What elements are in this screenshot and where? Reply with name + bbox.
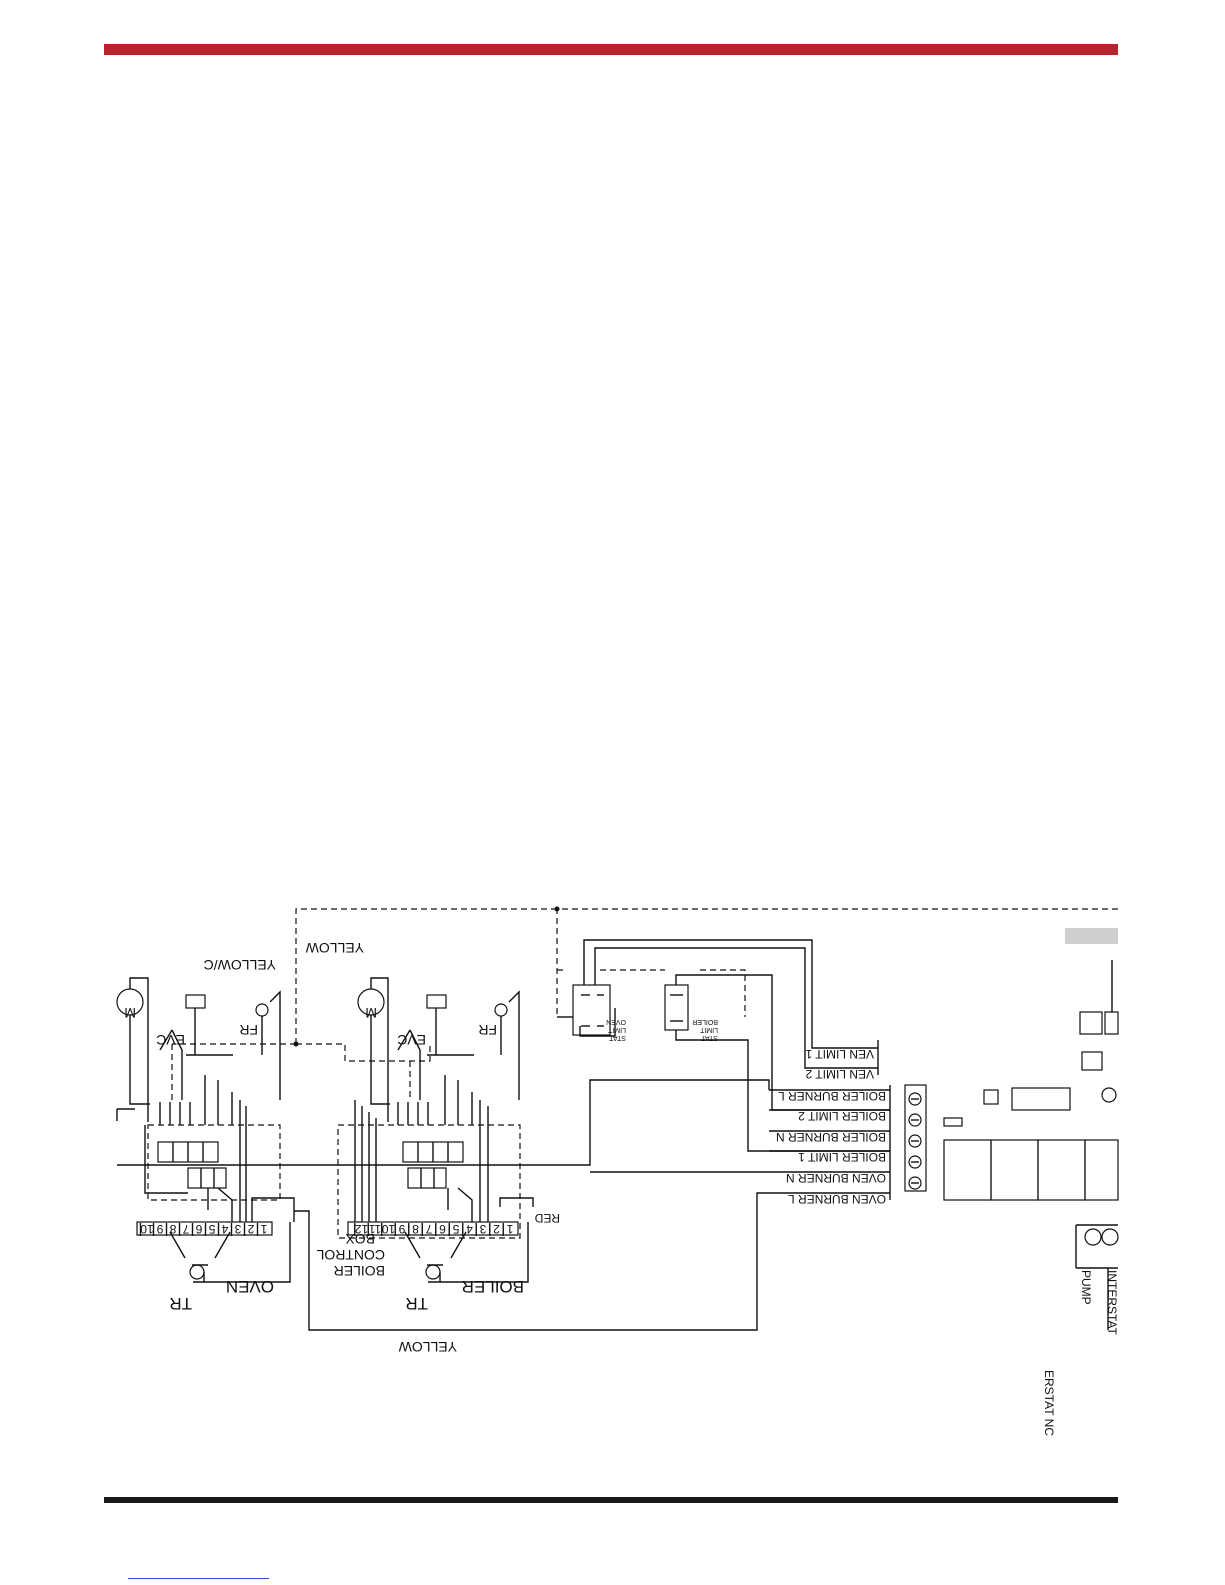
- oven-terminal-strip: [136, 1221, 273, 1236]
- footer-link-underline[interactable]: [128, 1578, 269, 1579]
- footer-rule: [104, 1497, 1118, 1503]
- boiler-limit-stat: [664, 984, 689, 1031]
- boiler-strip-number: 10: [382, 1222, 396, 1236]
- tr-right-label: TR: [405, 1294, 428, 1313]
- boiler-control-box-label-2: CONTROL: [316, 1247, 385, 1263]
- boiler-control-box-label-3: BOX: [345, 1231, 375, 1247]
- boiler-strip-number: 8: [412, 1222, 419, 1236]
- terminal-list: [769, 1040, 891, 1200]
- boiler-strip-number: 1: [506, 1222, 513, 1236]
- red-wire: [499, 1197, 534, 1207]
- boiler-limit-stat-label-2: LIMIT: [699, 1026, 718, 1033]
- terminal-label-boiler-limit-2: BOILER LIMIT 2: [798, 1109, 886, 1123]
- terminal-label-boiler-limit-1: BOILER LIMIT 1: [798, 1150, 886, 1164]
- boiler-strip-number: 4: [466, 1222, 473, 1236]
- boiler-limit-stat-label-1: BOILER: [692, 1018, 718, 1025]
- terminal-label-boiler-burner-n: BOILER BURNER N: [776, 1130, 886, 1144]
- oven-strip-number: 4: [221, 1222, 228, 1236]
- yellow-top-label: YELLOW: [305, 940, 364, 956]
- yellow-bottom-label: YELLOW: [398, 1339, 457, 1355]
- oven-strip-number: 2: [247, 1222, 254, 1236]
- screw-terminal-block: [904, 1084, 927, 1192]
- oven-burner-assembly: [116, 977, 291, 1283]
- terminal-label-oven-burner-l: OVEN BURNER L: [788, 1192, 886, 1206]
- interstat-label: INTERSTAT: [1105, 1270, 1119, 1336]
- m-right-label: M: [365, 1005, 377, 1021]
- yellow-bottom-wire: [294, 1192, 769, 1331]
- boiler-terminal-strip: [347, 1221, 519, 1236]
- tr-left-label: TR: [169, 1294, 192, 1313]
- oven-strip-number: 6: [195, 1222, 202, 1236]
- boiler-strip-number: 6: [439, 1222, 446, 1236]
- evc-left-label: EVC: [156, 1032, 185, 1048]
- header-accent-bar: [104, 44, 1118, 55]
- pump-label: PUMP: [1079, 1270, 1093, 1305]
- boiler-burner-assembly: [337, 977, 529, 1283]
- evc-right-label: EVC: [397, 1032, 426, 1048]
- oven-strip-number: 1: [260, 1222, 267, 1236]
- junction-dot: [554, 906, 560, 912]
- boiler-strip-number: 5: [452, 1222, 459, 1236]
- pcb-relays: [943, 928, 1119, 1330]
- boiler-strip-number: 12: [355, 1222, 369, 1236]
- terminal-label-oven-burner-n: OVEN BURNER N: [786, 1171, 886, 1185]
- terminal-label-boiler-burner-l: BOILER BURNER L: [778, 1089, 886, 1103]
- red-label: RED: [534, 1211, 560, 1225]
- oven-limit-stat-label-2: LIMIT: [607, 1026, 626, 1033]
- interstat-nc-label: ERSTAT NC: [1042, 1370, 1056, 1436]
- oven-strip-number: 3: [234, 1222, 241, 1236]
- oven-limit-stat-label-3: STAT: [608, 1034, 626, 1041]
- oven-limit-stat-label-1: OVEN: [606, 1018, 626, 1025]
- boiler-limit-stat-label-3: STAT: [700, 1034, 718, 1041]
- oven-limit-stat: [557, 984, 611, 1036]
- boiler-control-box-label-1: BOILER: [334, 1263, 385, 1279]
- oven-strip-number: 8: [169, 1222, 176, 1236]
- terminal-label-oven-limit-2: VEN LIMIT 2: [805, 1067, 874, 1081]
- boiler-label: BOILER: [462, 1277, 524, 1296]
- oven-strip-number: 5: [208, 1222, 215, 1236]
- m-left-label: M: [124, 1005, 136, 1021]
- oven-strip-number: 7: [182, 1222, 189, 1236]
- boiler-strip-number: 3: [479, 1222, 486, 1236]
- fr-left-label: FR: [239, 1022, 258, 1038]
- boiler-strip-number: 11: [368, 1222, 381, 1236]
- boiler-strip-number: 9: [398, 1222, 405, 1236]
- oven-strip-number: 9: [156, 1222, 163, 1236]
- yellow-c-label: YELLOW/C: [204, 957, 276, 973]
- terminal-label-oven-limit-1: VEN LIMIT 1: [805, 1047, 874, 1061]
- boiler-strip-number: 7: [425, 1222, 432, 1236]
- oven-label: OVEN: [226, 1277, 274, 1296]
- oven-strip-number: 10: [140, 1222, 154, 1236]
- boiler-strip-number: 2: [493, 1222, 500, 1236]
- fr-right-label: FR: [478, 1022, 497, 1038]
